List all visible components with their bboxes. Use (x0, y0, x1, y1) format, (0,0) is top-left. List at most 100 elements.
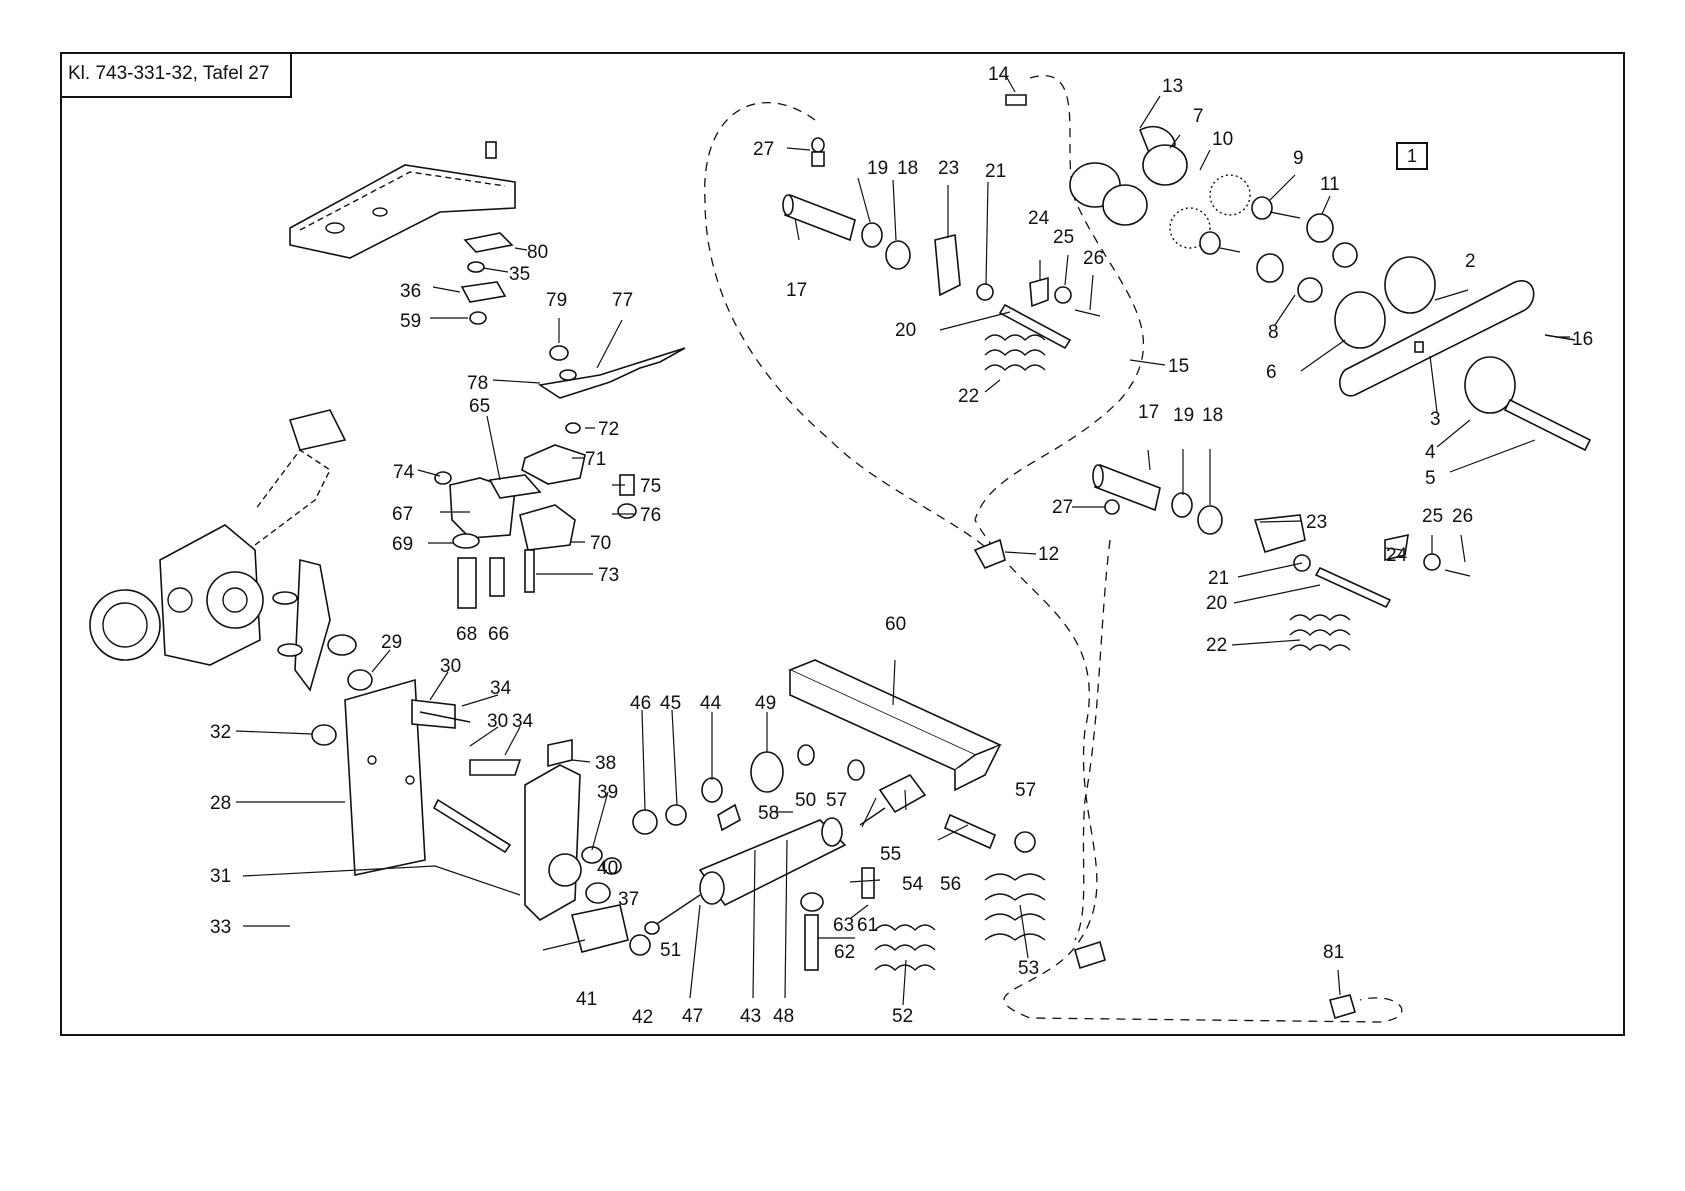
callout-label: 29 (381, 632, 402, 653)
callout-label: 69 (392, 534, 413, 555)
part-14 (1006, 95, 1026, 105)
callout-label: 2 (1465, 251, 1476, 272)
callout-label: 20 (1206, 593, 1227, 614)
part-65 (490, 475, 540, 498)
callout-label: 37 (618, 889, 639, 910)
callout-label: 25 (1422, 506, 1443, 527)
callout-label: 19 (1173, 405, 1194, 426)
callout-label: 5 (1425, 468, 1436, 489)
callout-label: 12 (1038, 544, 1059, 565)
callout-label: 13 (1162, 76, 1183, 97)
part-8 (1333, 243, 1357, 267)
air-hose-right (1075, 540, 1110, 940)
part-78 (560, 370, 576, 380)
callout-label: 27 (753, 139, 774, 160)
callout-label: 23 (1306, 512, 1327, 533)
part-58 (718, 805, 740, 830)
part-19a (862, 223, 882, 247)
part-2-pulley (1385, 257, 1435, 313)
callout-label: 79 (546, 290, 567, 311)
part-71 (522, 445, 585, 484)
part-27b (1105, 500, 1119, 514)
bracket-33-group (525, 740, 650, 955)
part-29 (348, 670, 372, 690)
part-7 (1143, 145, 1187, 185)
part-69 (453, 534, 479, 548)
callout-label: 62 (834, 942, 855, 963)
part-26b (1445, 570, 1470, 576)
callout-label: 44 (700, 693, 722, 714)
callout-label: 18 (897, 158, 918, 179)
callout-label: 15 (1168, 356, 1189, 377)
part-9 (1252, 197, 1272, 219)
callout-label: 74 (393, 462, 415, 483)
part-21a (977, 284, 993, 300)
callout-label: 42 (632, 1007, 653, 1028)
part-54 (880, 775, 925, 812)
callout-label: 7 (1193, 106, 1204, 127)
callout-label: 52 (892, 1006, 913, 1027)
callout-label: 71 (585, 449, 606, 470)
part-76 (618, 504, 636, 518)
callout-label: 58 (758, 803, 779, 824)
part-18a (886, 241, 910, 269)
part-20b (1316, 568, 1390, 607)
part-36 (462, 282, 505, 302)
part-46 (633, 810, 657, 834)
callout-label: 80 (527, 242, 548, 263)
callout-label: 19 (867, 158, 888, 179)
callout-label: 61 (857, 915, 878, 936)
callout-label: 45 (660, 693, 681, 714)
part-26a (1075, 310, 1100, 316)
callout-label: 53 (1018, 958, 1039, 979)
callout-label: 10 (1212, 129, 1233, 150)
callout-label: 30 (487, 711, 508, 732)
callout-label: 30 (440, 656, 461, 677)
part-80 (465, 233, 512, 252)
callout-label: 66 (488, 624, 509, 645)
part-68 (458, 558, 476, 608)
callout-label: 39 (597, 782, 618, 803)
part-45 (666, 805, 686, 825)
callout-label: 27 (1052, 497, 1073, 518)
callout-label: 38 (595, 753, 616, 774)
callout-label: 49 (755, 693, 776, 714)
callout-label: 26 (1452, 506, 1473, 527)
callout-label: 59 (400, 311, 421, 332)
part-57b (1015, 832, 1035, 852)
part-42 (630, 935, 650, 955)
callout-label: 48 (773, 1006, 794, 1027)
callout-label: 72 (598, 419, 619, 440)
callout-label: 3 (1430, 409, 1441, 430)
leader-lines (236, 76, 1570, 1005)
part-23a (935, 235, 960, 295)
callout-label: 28 (210, 793, 231, 814)
callout-label: 57 (826, 790, 847, 811)
callout-label: 34 (512, 711, 534, 732)
part-34 (470, 760, 520, 775)
part-25b (1424, 554, 1440, 570)
callout-label: 50 (795, 790, 816, 811)
callout-label: 56 (940, 874, 961, 895)
part-49 (751, 752, 783, 792)
callout-label: 17 (1138, 402, 1159, 423)
callout-label: 36 (400, 281, 421, 302)
callout-label: 24 (1386, 545, 1408, 566)
callout-label: 34 (490, 678, 512, 699)
callout-label: 9 (1293, 148, 1304, 169)
callout-label: 75 (640, 476, 661, 497)
callout-label: 73 (598, 565, 619, 586)
part-50 (798, 745, 814, 765)
part-37 (586, 883, 610, 903)
callout-label: 76 (640, 505, 661, 526)
part-66 (490, 558, 504, 596)
part-63 (801, 893, 823, 911)
plate-28-group (312, 680, 520, 875)
callout-label: 63 (833, 915, 854, 936)
callout-label: 21 (985, 161, 1006, 182)
part-38 (548, 740, 572, 766)
part-27a (812, 138, 824, 152)
part-72 (566, 423, 580, 433)
callout-label: 40 (597, 858, 618, 879)
